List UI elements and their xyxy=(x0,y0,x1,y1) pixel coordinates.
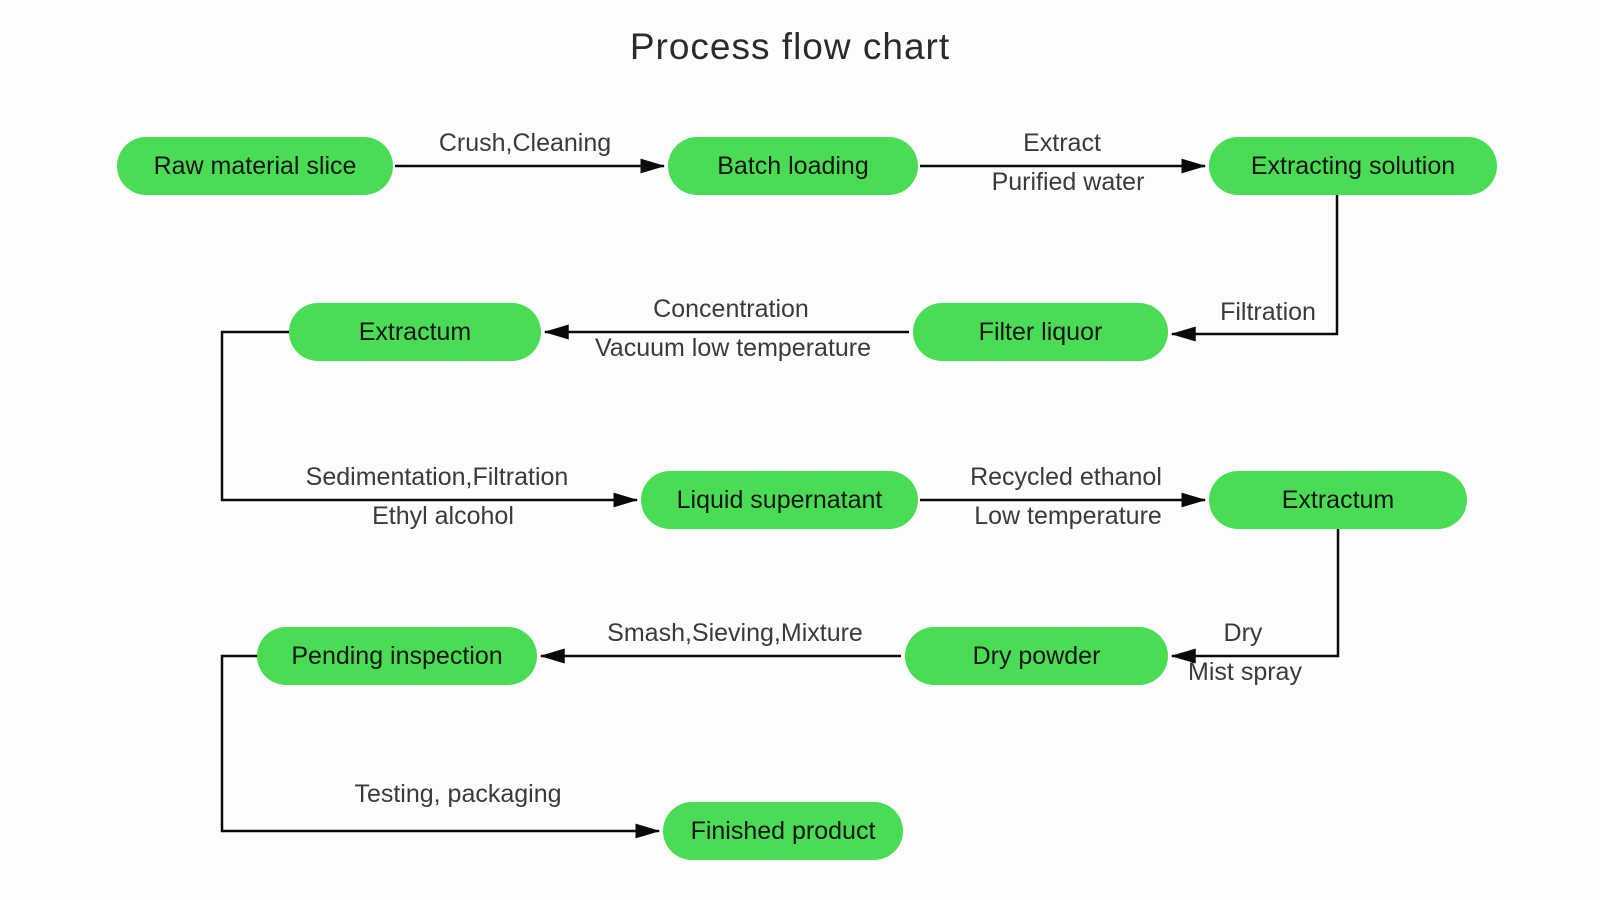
edge-label-low-temperature: Low temperature xyxy=(974,502,1162,530)
edge-label-sedimentation-filtration: Sedimentation,Filtration xyxy=(305,463,569,491)
edge-extractum-1-to-liquid-supernatant xyxy=(220,330,639,508)
edge-label-concentration: Concentration xyxy=(653,295,809,323)
node-pending-inspection: Pending inspection xyxy=(257,627,537,685)
page-title: Process flow chart xyxy=(629,26,951,67)
edge-label-filtration: Filtration xyxy=(1220,298,1316,326)
edge-label-purified-water: Purified water xyxy=(991,168,1145,196)
node-extractum-2: Extractum xyxy=(1209,471,1467,529)
node-extracting-solution: Extracting solution xyxy=(1209,137,1497,195)
edge-label-extract: Extract xyxy=(1023,129,1101,157)
node-finished-product: Finished product xyxy=(663,802,903,860)
edge-label-recycled-ethanol: Recycled ethanol xyxy=(970,463,1162,491)
edge-extractum-2-to-dry-powder xyxy=(1170,529,1340,664)
edge-label-ethyl-alcohol: Ethyl alcohol xyxy=(372,502,514,530)
edge-extracting-solution-to-filter-liquor xyxy=(1170,195,1339,342)
node-dry-powder: Dry powder xyxy=(905,627,1168,685)
node-liquid-supernatant: Liquid supernatant xyxy=(641,471,918,529)
node-extractum-1: Extractum xyxy=(289,303,541,361)
edge-label-smash-sieving-mixture: Smash,Sieving,Mixture xyxy=(607,619,863,647)
edge-label-crush-cleaning: Crush,Cleaning xyxy=(438,129,612,157)
node-raw-material-slice: Raw material slice xyxy=(117,137,393,195)
edge-label-vacuum-low-temperature: Vacuum low temperature xyxy=(594,334,872,362)
edge-label-mist-spray: Mist spray xyxy=(1188,658,1302,686)
node-filter-liquor: Filter liquor xyxy=(913,303,1168,361)
edge-label-testing-packaging: Testing, packaging xyxy=(354,780,562,808)
edge-label-dry: Dry xyxy=(1223,619,1263,647)
node-batch-loading: Batch loading xyxy=(668,137,918,195)
edge-pending-inspection-to-finished-product xyxy=(220,654,661,839)
